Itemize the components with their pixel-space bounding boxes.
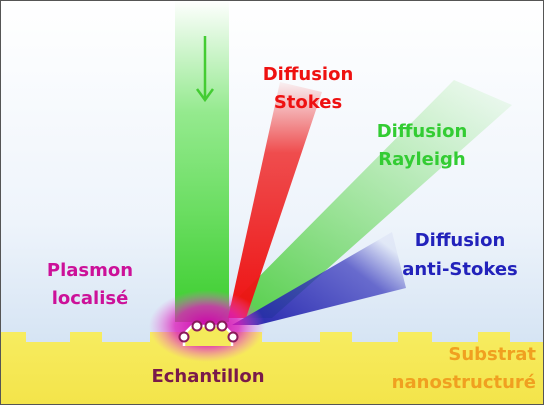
stokes-label-line2: Stokes (274, 92, 342, 113)
rayleigh-label-line1: Diffusion (377, 121, 468, 142)
sample-label: Echantillon (151, 366, 264, 387)
substrate-label-line1: Substrat (448, 344, 536, 365)
molecule-icon-group (178, 320, 239, 343)
incident-beam (175, 0, 229, 322)
stokes-beam (228, 82, 322, 318)
substrate (0, 332, 544, 405)
anti-stokes-label-line2: anti-Stokes (402, 259, 518, 280)
anti-stokes-label-line1: Diffusion (415, 230, 506, 251)
plasmon-label-line2: localisé (52, 288, 129, 309)
rayleigh-beam (218, 80, 512, 318)
incident-arrow-icon (195, 36, 215, 103)
substrate-label-line2: nanostructuré (392, 372, 536, 393)
anti-stokes-beam (232, 232, 406, 325)
plasmon-label-line1: Plasmon (47, 260, 133, 281)
rayleigh-label-line2: Rayleigh (378, 149, 465, 170)
stokes-label-line1: Diffusion (263, 64, 354, 85)
